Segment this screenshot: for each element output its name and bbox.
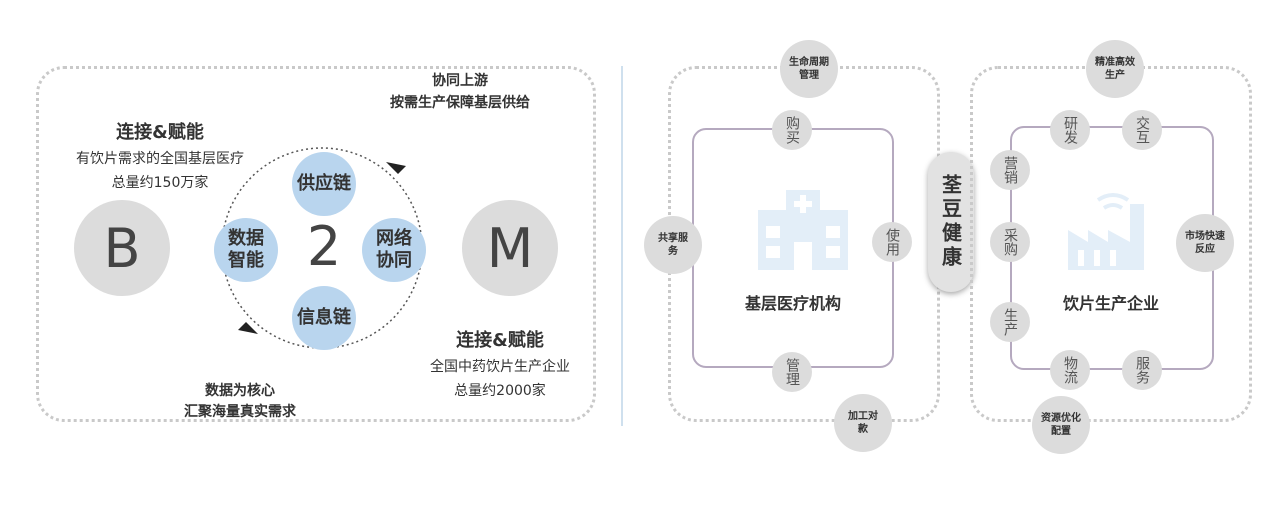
center-number: 2: [306, 215, 342, 278]
hub-node-info-chain: 信息链: [292, 286, 356, 350]
m-circle: M: [462, 200, 558, 296]
top-arrow-label-line2: 按需生产保障基层供给: [390, 95, 530, 111]
factory-title: 饮片生产企业: [1062, 294, 1159, 313]
left-panel-frame: [36, 66, 596, 422]
inner-node-logistics: 物流: [1050, 350, 1090, 390]
hub-node-data-intelligence: 数据智能: [214, 218, 278, 282]
inner-node-marketing: 营销: [990, 150, 1030, 190]
b-title: 连接&赋能: [116, 122, 204, 143]
outer-node-precise-production: 精准高效生产: [1086, 40, 1144, 98]
m-title: 连接&赋能: [456, 330, 544, 351]
brand-pill: 荃豆健康: [928, 152, 974, 292]
inner-node-rnd: 研发: [1050, 110, 1090, 150]
m-desc-line1: 全国中药饮片生产企业: [430, 359, 570, 375]
inner-node-use: 使用: [872, 222, 912, 262]
b-desc-line2: 总量约150万家: [111, 175, 209, 191]
hub-node-network-collaboration: 网络协同: [362, 218, 426, 282]
outer-node-shared-service: 共享服务: [644, 216, 702, 274]
inner-node-procurement: 采购: [990, 222, 1030, 262]
panel-divider: [621, 66, 623, 426]
hospital-icon: [758, 190, 848, 270]
brand-name: 荃豆健康: [938, 174, 963, 270]
m-desc-line2: 总量约2000家: [454, 383, 546, 399]
medical-title: 基层医疗机构: [744, 294, 841, 313]
outer-node-processing: 加工对款: [834, 394, 892, 452]
factory-icon: [1068, 193, 1144, 270]
outer-node-lifecycle: 生命周期管理: [780, 40, 838, 98]
inner-node-service: 服务: [1122, 350, 1162, 390]
bottom-label-line1: 数据为核心: [205, 383, 275, 399]
inner-node-production: 生产: [990, 302, 1030, 342]
bottom-label-line2: 汇聚海量真实需求: [184, 404, 296, 420]
inner-node-purchase: 购买: [772, 110, 812, 150]
top-arrow-label-line1: 协同上游: [432, 73, 488, 89]
inner-node-interaction: 交互: [1122, 110, 1162, 150]
b-circle: B: [74, 200, 170, 296]
outer-node-resource-allocation: 资源优化配置: [1032, 396, 1090, 454]
hub-node-supply-chain: 供应链: [292, 152, 356, 216]
inner-node-manage: 管理: [772, 352, 812, 392]
b-desc-line1: 有饮片需求的全国基层医疗: [76, 151, 244, 167]
outer-node-market-response: 市场快速反应: [1176, 214, 1234, 272]
